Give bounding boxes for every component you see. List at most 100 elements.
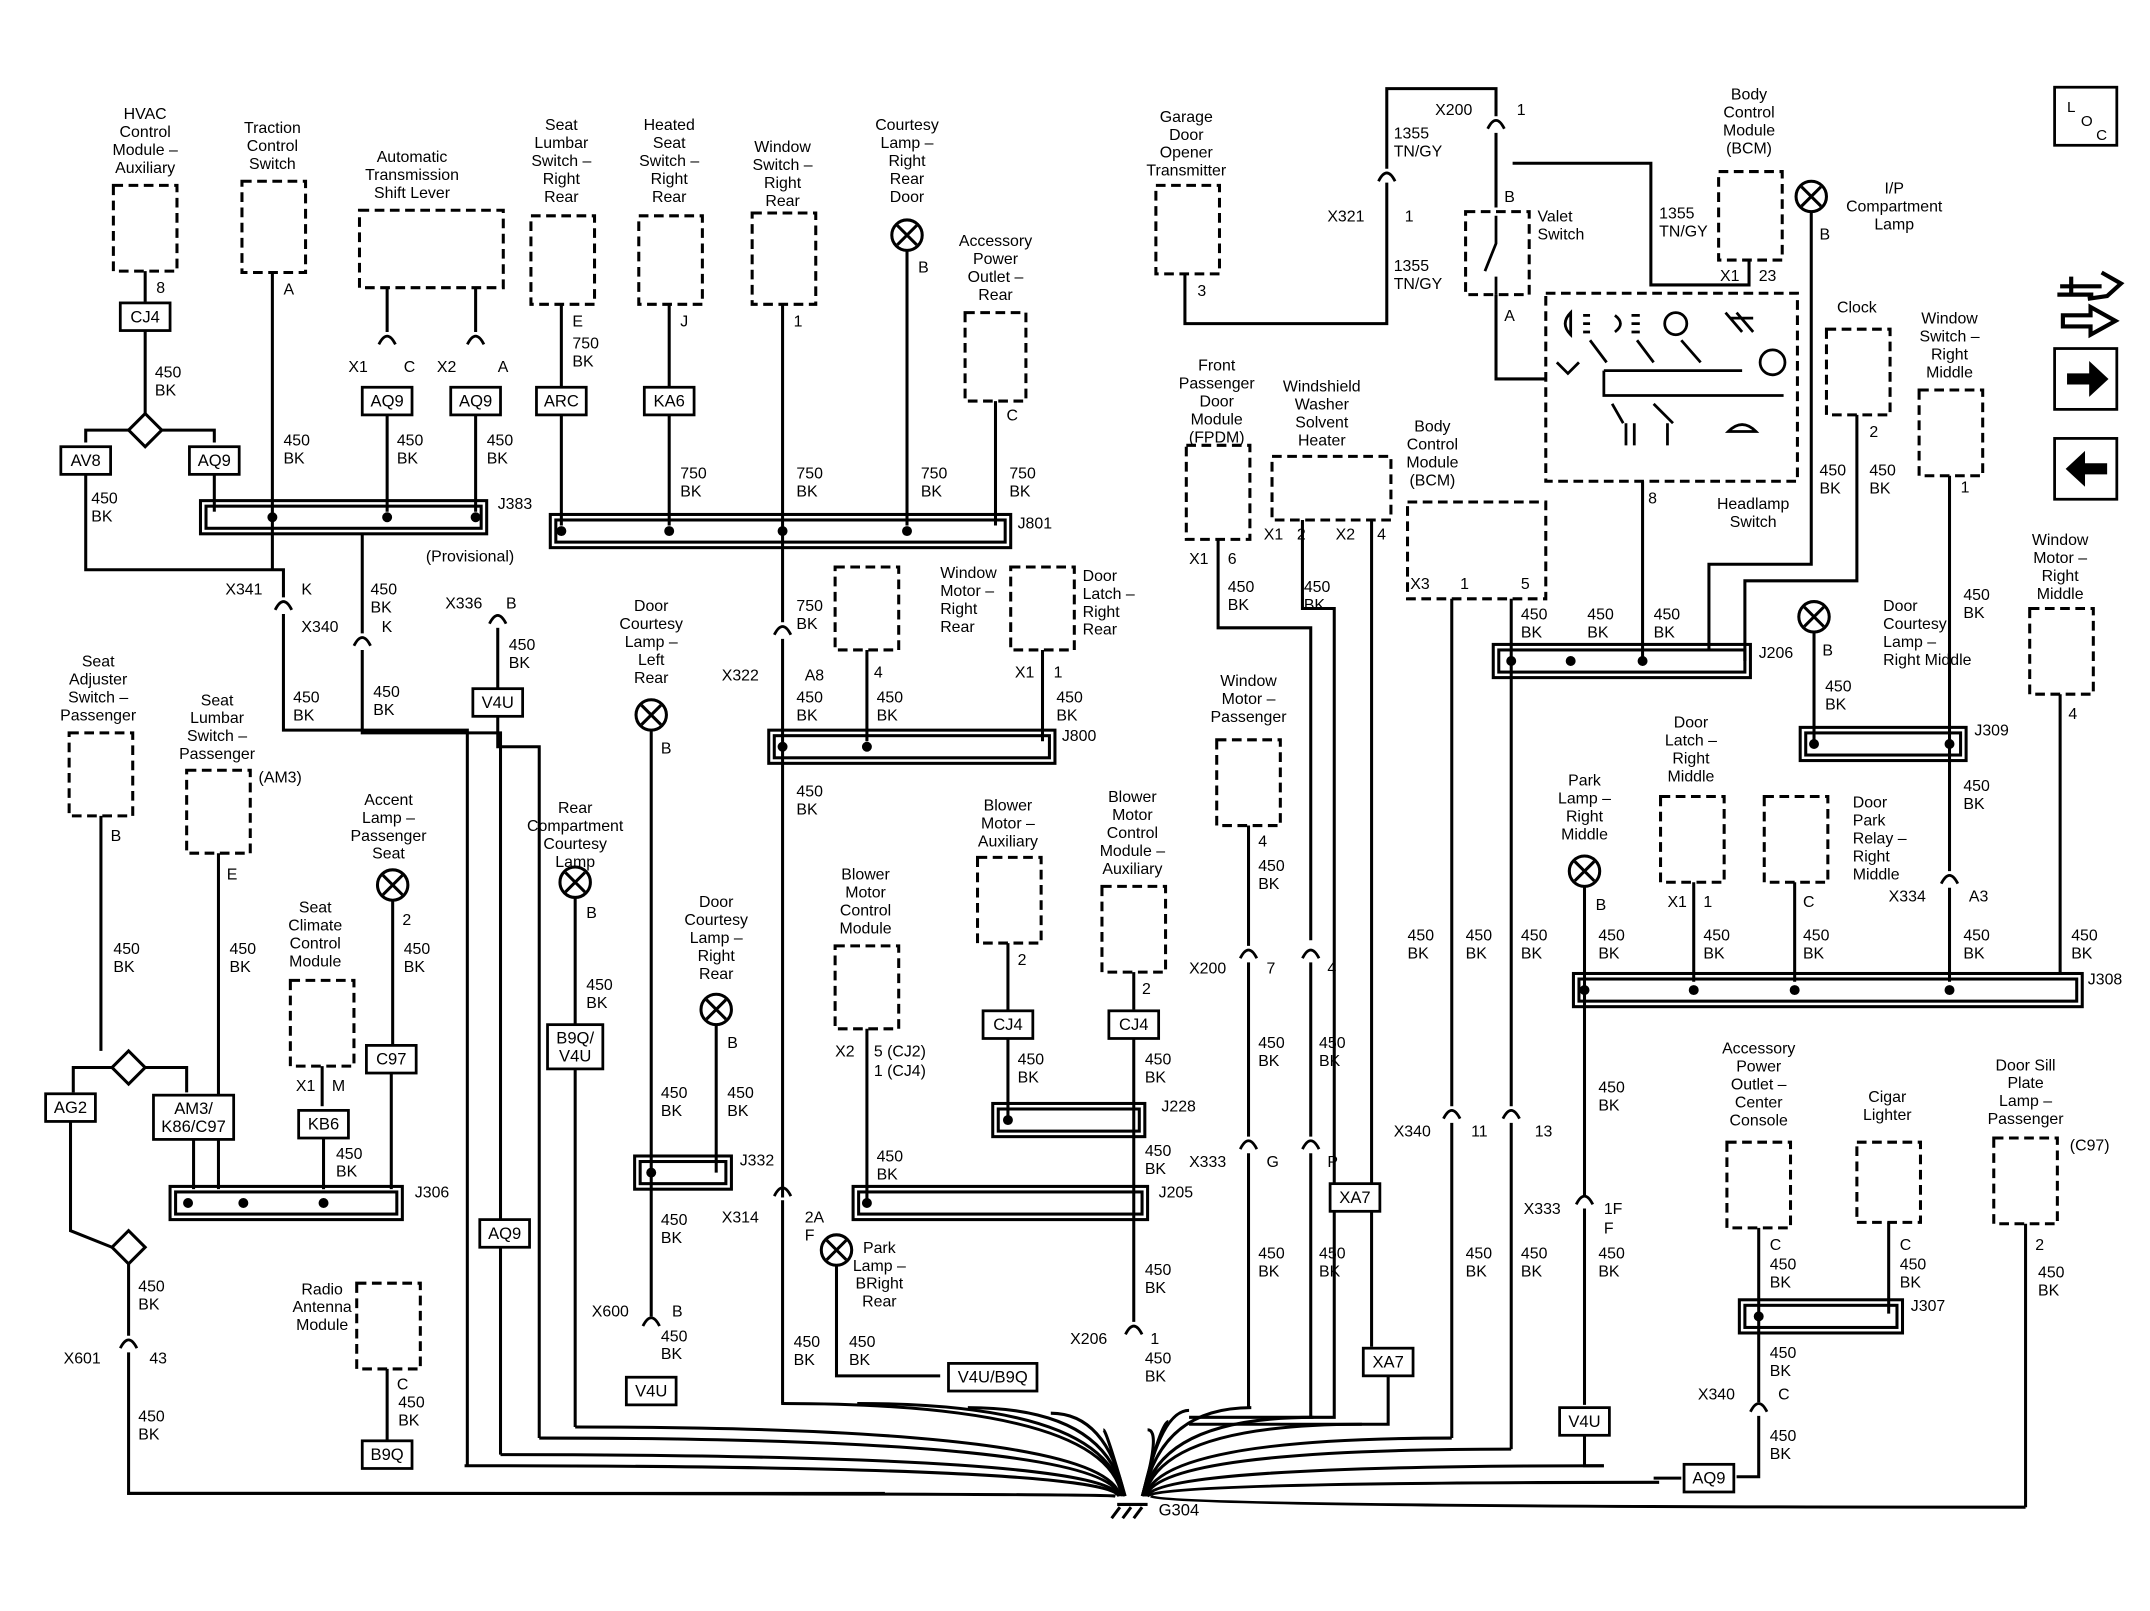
wire-color-label: BK [397, 450, 419, 467]
wire-color-label: BK [293, 707, 315, 724]
splice-label: J383 [498, 496, 533, 513]
connector-tag-xa7-text: XA7 [1339, 1188, 1370, 1207]
blower-motor-control-aux [1100, 884, 1168, 974]
inline-connector [466, 334, 486, 346]
wire [834, 1265, 941, 1378]
connector-id: X340 [1698, 1386, 1735, 1403]
connector-tag-arc-text: ARC [544, 392, 579, 411]
power-and-ground-icon[interactable] [2057, 270, 2125, 339]
wire-color-label: BK [680, 483, 702, 500]
wire-color-label: BK [155, 383, 177, 400]
connector-tag-aq9 [188, 445, 241, 476]
wire-gauge-label: 450 [1703, 927, 1730, 944]
wire-color-label: BK [1408, 945, 1430, 962]
wire-gauge-label: 1355 [1394, 258, 1430, 275]
component-label: Window [754, 139, 811, 156]
wire-color-label: TN/GY [1659, 224, 1708, 241]
component-label: Lighter [1863, 1107, 1912, 1124]
wire [68, 1121, 196, 1249]
component-label: Auxiliary [115, 160, 175, 177]
forward-arrow-icon[interactable] [2053, 347, 2119, 411]
wire-gauge-label: 450 [794, 1334, 821, 1351]
connector-tag-arc [535, 385, 588, 417]
wire-color-label: BK [336, 1164, 358, 1181]
connector-tag-xa7 [1361, 1346, 1415, 1378]
component-label: Lamp – [362, 810, 415, 827]
connector-tag-b9q-v4u-text: V4U [559, 1046, 591, 1065]
component-label: Heater [1298, 432, 1346, 449]
component-label: Courtesy [543, 836, 607, 853]
pin-label: 8 [156, 280, 165, 297]
component-label: Middle [1668, 768, 1715, 785]
seat-climate-module [288, 978, 356, 1068]
component-label: Courtesy [619, 616, 683, 633]
wire-color-label: BK [1825, 696, 1847, 713]
connector-tag-c97 [365, 1044, 418, 1075]
connector-tag-am3-text: AM3/ [174, 1099, 213, 1118]
component-label: Motor – [2033, 550, 2087, 567]
connector-tag-b9q-text: B9Q [371, 1445, 404, 1464]
pin-label: C [404, 359, 415, 376]
wire [1743, 414, 1859, 662]
valet-switch-box [1464, 210, 1531, 297]
wire-gauge-label: 450 [1228, 579, 1255, 596]
wire-gauge-label: 450 [487, 432, 514, 449]
traction-control-switch [240, 179, 308, 275]
wire [500, 1453, 1121, 1497]
connector-tag-am3 [152, 1093, 236, 1141]
inline-connector [1939, 873, 1960, 885]
splice-label: J205 [1159, 1184, 1194, 1201]
component-label: Motor – [981, 815, 1035, 832]
wire-color-label: BK [398, 1413, 420, 1430]
component-label: Door [890, 189, 925, 206]
wire-gauge-label: 450 [1963, 778, 1990, 795]
wire-color-label: BK [1900, 1274, 1922, 1291]
connector-tag-b9q-v4u-text: B9Q/ [556, 1028, 594, 1047]
wire-gauge-label: 450 [113, 941, 140, 958]
headlamp-switch-contacts [1555, 339, 1784, 425]
component-label: Seat [201, 692, 234, 709]
wire-color-label: BK [1056, 707, 1078, 724]
pin-label: 2 [1869, 424, 1878, 441]
wire-color-label: BK [1521, 1263, 1543, 1280]
pin-label: C [1900, 1237, 1911, 1254]
wire-gauge-label: 450 [230, 941, 257, 958]
component-label: Power [1736, 1059, 1782, 1076]
connector-tag-b9q-v4u [546, 1023, 605, 1071]
component-label: Windshield [1283, 378, 1361, 395]
pin-label: C [1770, 1237, 1781, 1254]
component-label: (FPDM) [1189, 430, 1245, 447]
pin-label: A [283, 282, 294, 299]
pin-label: E [572, 313, 583, 330]
component-label: Climate [288, 918, 342, 935]
inline-connector [641, 1316, 661, 1327]
component-label: Body [1731, 87, 1767, 104]
back-arrow-icon[interactable] [2053, 437, 2119, 501]
wire-gauge-label: 450 [1587, 607, 1614, 624]
pin-label: P [1327, 1154, 1338, 1171]
component-label: Courtesy [875, 117, 939, 134]
wire [1216, 539, 1313, 941]
connector-tag-cj4 [1107, 1009, 1161, 1040]
wire-gauge-label: 450 [1056, 689, 1083, 706]
connector-id: X340 [1394, 1124, 1431, 1141]
component-label: Switch – [187, 728, 247, 745]
wire [1736, 1415, 1761, 1479]
wire-note: (AM3) [259, 770, 302, 787]
wire [127, 1352, 885, 1495]
component-label: I/P [1884, 181, 1903, 198]
wire-gauge-label: 450 [1803, 927, 1830, 944]
pin-label: B [1820, 226, 1831, 243]
inline-connector [352, 636, 372, 647]
component-label: Console [1730, 1113, 1788, 1130]
wire-gauge-label: 450 [1145, 1262, 1172, 1279]
wire [71, 1065, 189, 1093]
wire-color-label: BK [586, 995, 608, 1012]
component-label: Switch [1730, 514, 1777, 531]
component-label: Garage [1160, 109, 1213, 126]
component-label: Switch – [68, 689, 128, 706]
junction-dot [382, 512, 393, 523]
splice-pack [767, 728, 1057, 765]
parklamp-icon [1614, 313, 1640, 334]
splice-pack-inner [772, 734, 1051, 760]
